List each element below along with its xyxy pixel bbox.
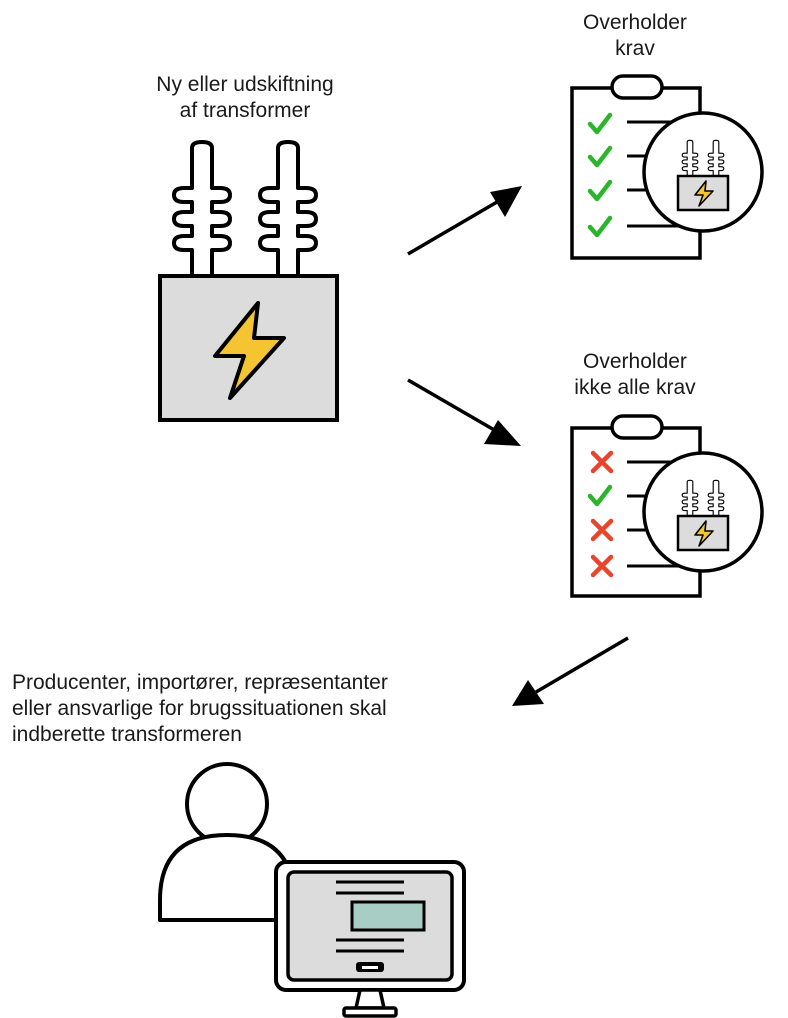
non-compliant-label-line-1: Overholder bbox=[583, 350, 687, 373]
person-head bbox=[185, 762, 269, 846]
report-text: Producenter, importører, repræsentanter … bbox=[12, 670, 482, 748]
cross-icon bbox=[590, 518, 614, 542]
arrow-to-report bbox=[512, 636, 629, 706]
report-text-line-3: indberette transformeren bbox=[12, 723, 242, 746]
transformer-badge bbox=[642, 451, 764, 573]
compliant-label: Overholder krav bbox=[535, 10, 735, 62]
report-text-line-1: Producenter, importører, repræsentanter bbox=[12, 671, 388, 694]
compliant-label-line-2: krav bbox=[615, 37, 655, 60]
check-icon bbox=[587, 484, 613, 507]
compliant-label-line-1: Overholder bbox=[583, 11, 687, 34]
non-compliant-label-line-2: ikke alle krav bbox=[574, 376, 696, 399]
non-compliant-label: Overholder ikke alle krav bbox=[535, 349, 735, 401]
new-transformer-label-line-2: af transformer bbox=[179, 99, 311, 122]
small-transformer-icon bbox=[676, 479, 730, 552]
clipboard-clip bbox=[610, 74, 664, 100]
transformer-bushing-right bbox=[258, 140, 318, 278]
transformer-icon bbox=[158, 140, 339, 422]
screen-panel bbox=[350, 900, 426, 932]
clipboard-clip bbox=[610, 414, 664, 440]
lightning-bolt-icon bbox=[213, 301, 286, 400]
small-transformer-icon bbox=[676, 139, 730, 212]
arrow-to-non-compliant bbox=[407, 378, 521, 446]
monitor-base bbox=[342, 1006, 398, 1018]
check-icon bbox=[587, 179, 613, 202]
cross-icon bbox=[590, 450, 614, 474]
check-icon bbox=[587, 112, 613, 135]
lightning-bolt-icon bbox=[694, 520, 714, 547]
cross-icon bbox=[590, 554, 614, 578]
person-computer-icon bbox=[158, 762, 466, 1018]
arrow-to-compliant bbox=[407, 186, 522, 256]
report-text-line-2: eller ansvarlige for brugssituationen sk… bbox=[12, 697, 387, 720]
transformer-badge bbox=[642, 111, 764, 233]
non-compliant-checklist-icon bbox=[570, 414, 764, 598]
transformer-bushing-left bbox=[172, 140, 232, 278]
check-icon bbox=[587, 145, 613, 168]
lightning-bolt-icon bbox=[694, 180, 714, 207]
check-icon bbox=[587, 215, 613, 238]
person-body bbox=[158, 833, 296, 922]
new-transformer-label: Ny eller udskiftning af transformer bbox=[80, 72, 410, 124]
compliant-checklist-icon bbox=[570, 74, 764, 260]
monitor-stand bbox=[354, 988, 386, 1010]
new-transformer-label-line-1: Ny eller udskiftning bbox=[156, 73, 334, 96]
